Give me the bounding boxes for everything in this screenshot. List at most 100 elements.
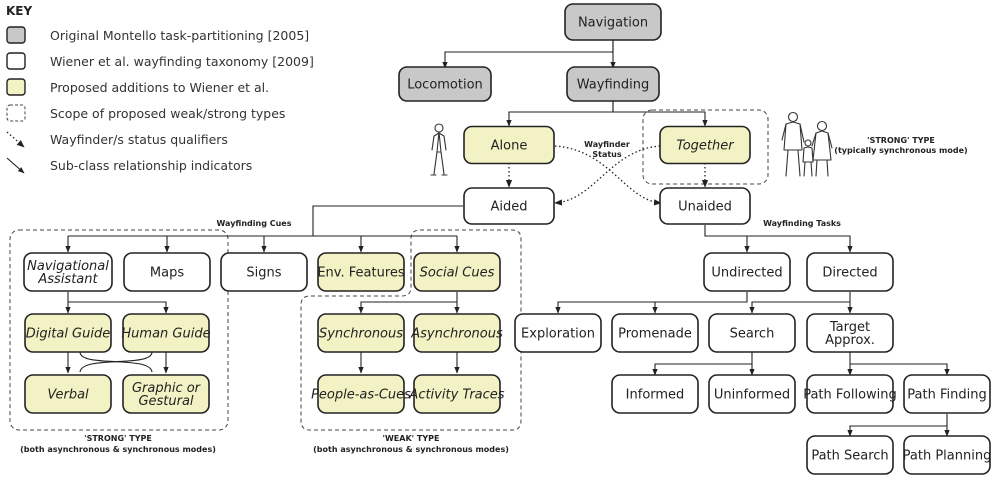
node-alone[interactable]: Alone: [463, 125, 555, 165]
node-search[interactable]: Search: [708, 313, 796, 353]
verbal-box: [24, 374, 112, 414]
env-features-label: Env. Features: [317, 266, 405, 281]
edge-wayfinding-alone: [506, 101, 614, 127]
path-finding-box: [903, 374, 991, 414]
node-uninformed[interactable]: Uninformed: [708, 374, 796, 414]
human-guide-label: Human Guide: [121, 327, 210, 342]
synchronous-label: Synchronous: [319, 327, 403, 342]
path-following-label: Path Following: [803, 388, 897, 403]
node-navigation[interactable]: Navigation: [564, 3, 662, 41]
label-weak-type-bottom-mode: (both asynchronous & synchronous modes): [313, 445, 509, 454]
key-swatch-montello: [6, 26, 26, 44]
node-promenade[interactable]: Promenade: [611, 313, 699, 353]
exploration-box: [514, 313, 602, 353]
edge-directed-search: [749, 292, 851, 314]
social-cues-label: Social Cues: [420, 266, 495, 281]
synchronous-box: [317, 313, 405, 353]
node-activity-traces[interactable]: Activity Traces: [408, 374, 505, 414]
node-unaided[interactable]: Unaided: [659, 187, 751, 225]
path-finding-label: Path Finding: [907, 388, 986, 403]
node-wayfinding[interactable]: Wayfinding: [566, 66, 660, 102]
key-title: KEY: [6, 4, 32, 18]
key-legend: KEY Original Montello task-partitioning …: [6, 4, 314, 174]
label-strong-type-top-mode: (typically synchronous mode): [834, 146, 967, 155]
edge-unaided-undirected: [704, 225, 750, 253]
strong-type-scope-left: [9, 229, 229, 431]
target-approx-label-line1: Target: [829, 320, 870, 335]
unaided-box: [659, 187, 751, 225]
edge-unaided-directed: [705, 235, 853, 253]
activity-traces-label: Activity Traces: [408, 388, 504, 403]
node-synchronous[interactable]: Synchronous: [317, 313, 405, 353]
node-path-search[interactable]: Path Search: [806, 435, 894, 475]
node-informed[interactable]: Informed: [611, 374, 699, 414]
label-wayfinder-status-line2: Status: [592, 150, 622, 159]
node-directed[interactable]: Directed: [806, 252, 894, 292]
node-people-as-cues[interactable]: People-as-Cues: [311, 374, 411, 414]
nav-assistant-label-line1: Navigational: [27, 259, 109, 274]
node-social-cues[interactable]: Social Cues: [413, 252, 501, 292]
path-search-label: Path Search: [811, 449, 888, 464]
path-planning-box: [903, 435, 991, 475]
label-strong-type-bottom: 'STRONG' TYPE: [84, 434, 152, 443]
edge-social-synchronous: [358, 292, 458, 314]
node-env-features[interactable]: Env. Features: [317, 252, 405, 292]
activity-traces-box: [413, 374, 501, 414]
alone-box: [463, 125, 555, 165]
node-locomotion[interactable]: Locomotion: [398, 66, 492, 102]
node-signs[interactable]: Signs: [220, 252, 308, 292]
key-swatch-solid-arrow: [6, 157, 25, 174]
env-features-box: [317, 252, 405, 292]
key-swatch-dotted-arrow: [6, 131, 25, 148]
informed-label: Informed: [626, 388, 685, 403]
strong-type-scope-top: [642, 109, 769, 185]
target-approx-label-line2: Approx.: [825, 333, 875, 348]
locomotion-box: [398, 66, 492, 102]
digital-guide-label: Digital Guide: [26, 327, 110, 342]
directed-label: Directed: [822, 266, 877, 281]
label-wayfinding-tasks: Wayfinding Tasks: [763, 219, 841, 228]
locomotion-label: Locomotion: [407, 78, 483, 93]
label-wayfinder-status-line1: Wayfinder: [584, 140, 630, 149]
promenade-box: [611, 313, 699, 353]
graphic-box: [122, 374, 210, 414]
node-maps[interactable]: Maps: [123, 252, 211, 292]
node-together[interactable]: Together: [659, 125, 751, 165]
aided-label: Aided: [490, 200, 527, 215]
node-path-finding[interactable]: Path Finding: [903, 374, 991, 414]
node-asynchronous[interactable]: Asynchronous: [410, 313, 503, 353]
path-planning-label: Path Planning: [903, 449, 992, 464]
edge-together-aided: [554, 145, 661, 206]
node-digital-guide[interactable]: Digital Guide: [24, 313, 112, 353]
edge-aided-cues-trunk: [312, 205, 463, 236]
node-aided[interactable]: Aided: [463, 187, 555, 225]
graphic-label-line1: Graphic or: [132, 381, 202, 396]
edge-pathfinding-search: [847, 414, 948, 437]
uninformed-box: [708, 374, 796, 414]
uninformed-label: Uninformed: [714, 388, 790, 403]
node-verbal[interactable]: Verbal: [24, 374, 112, 414]
node-undirected[interactable]: Undirected: [703, 252, 791, 292]
weak-type-scope: [300, 229, 522, 431]
key-swatch-proposed: [6, 78, 26, 96]
social-cues-box: [413, 252, 501, 292]
signs-label: Signs: [246, 266, 281, 281]
edge-target-path-finding: [850, 363, 950, 376]
graphic-label-line2: Gestural: [138, 394, 193, 409]
human-guide-box: [122, 313, 210, 353]
node-exploration[interactable]: Exploration: [514, 313, 602, 353]
together-label: Together: [676, 139, 735, 154]
node-path-planning[interactable]: Path Planning: [903, 435, 992, 475]
people-as-cues-label: People-as-Cues: [311, 388, 411, 403]
together-box: [659, 125, 751, 165]
edge-undirected-exploration: [555, 292, 748, 314]
node-human-guide[interactable]: Human Guide: [121, 313, 211, 353]
asynchronous-box: [413, 313, 501, 353]
key-label-subclass: Sub-class relationship indicators: [50, 158, 252, 173]
key-swatch-scope: [6, 104, 26, 122]
key-swatch-wiener: [6, 52, 26, 70]
node-path-following[interactable]: Path Following: [803, 374, 897, 414]
